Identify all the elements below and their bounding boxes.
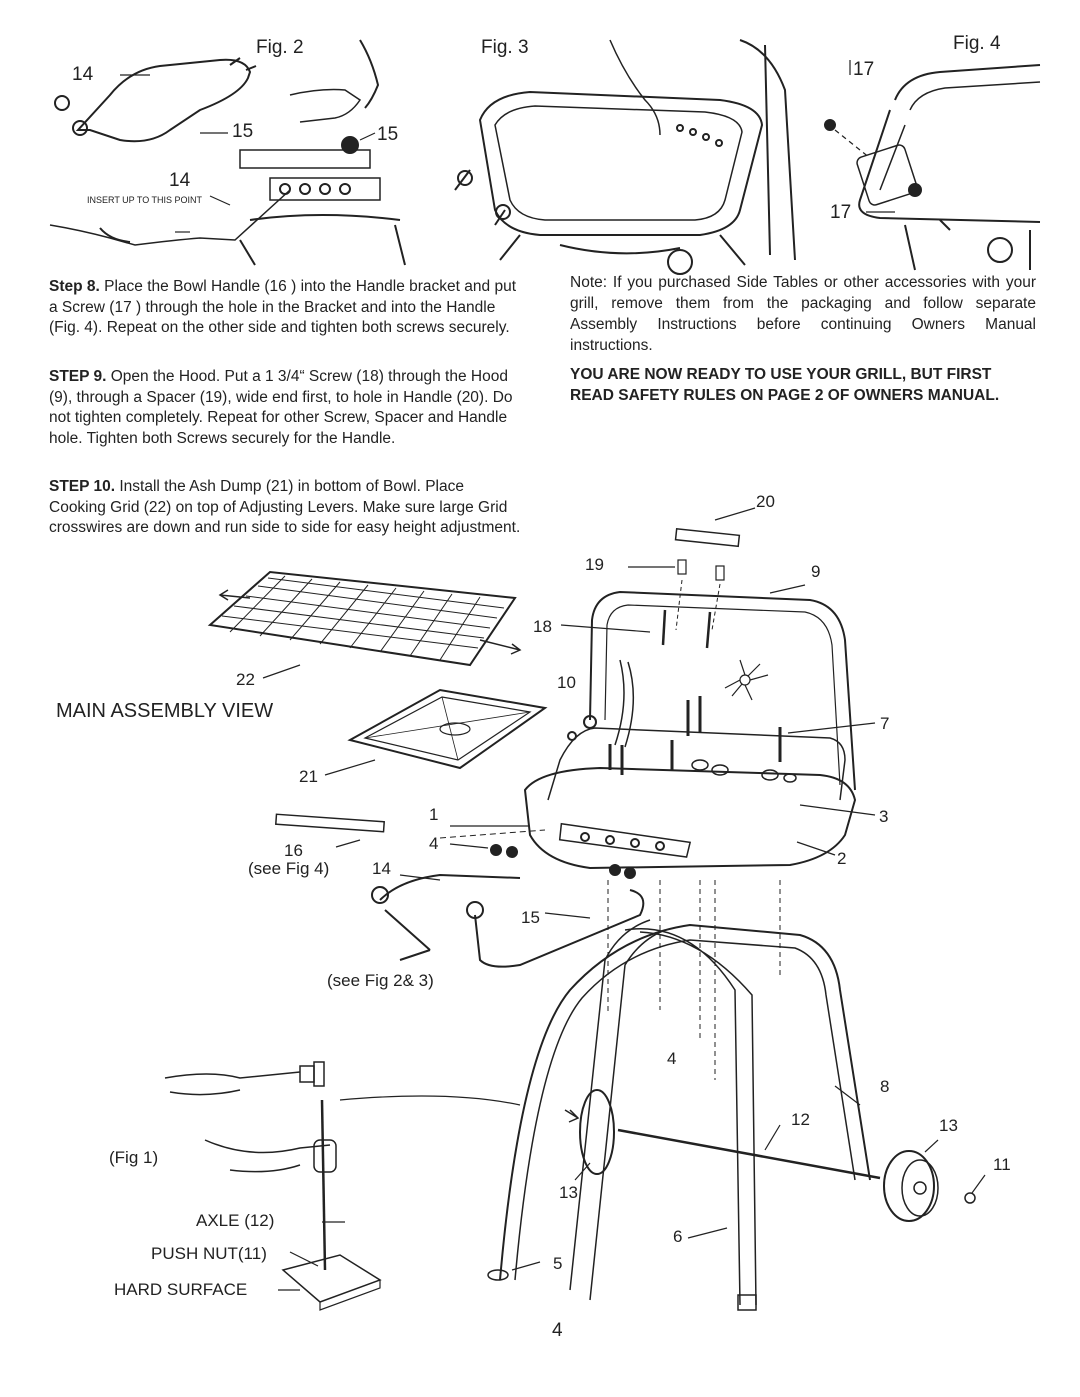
see-fig4-note: (see Fig 4) (248, 859, 330, 878)
step-9: STEP 9. Open the Hood. Put a 1 3/4“ Scre… (49, 367, 521, 449)
fig2-insert-note: INSERT UP TO THIS POINT (87, 195, 203, 205)
callout-19: 19 (585, 555, 604, 574)
ready-to-use-notice: YOU ARE NOW READY TO USE YOUR GRILL, BUT… (570, 366, 1000, 404)
fig4-callout-17-bottom: 17 (830, 202, 852, 223)
accessories-note: Note: If you purchased Side Tables or ot… (570, 274, 1036, 354)
callout-10: 10 (557, 673, 576, 692)
step-10: STEP 10. Install the Ash Dump (21) in bo… (49, 477, 521, 539)
fig4-callout-17-top: 17 (853, 59, 875, 80)
callout-14: 14 (372, 859, 391, 878)
callout-20: 20 (756, 492, 775, 511)
callout-18: 18 (533, 617, 552, 636)
fig1-push-nut-label: PUSH NUT(11) (151, 1244, 267, 1263)
vent-icon (724, 659, 769, 701)
callout-8: 8 (880, 1077, 890, 1096)
fig1-drawing (164, 1061, 382, 1311)
see-fig2-3-note: (see Fig 2& 3) (327, 971, 434, 990)
fig4-title: Fig. 4 (953, 33, 1001, 54)
page-number: 4 (552, 1320, 563, 1341)
fig2-title: Fig. 2 (256, 37, 304, 58)
fig1-axle-label: AXLE (12) (196, 1211, 275, 1230)
callout-4-upper: 4 (429, 834, 439, 853)
callout-2: 2 (837, 849, 847, 868)
step-9-text: Open the Hood. Put a 1 3/4“ Screw (18) t… (49, 368, 513, 447)
step-9-label: STEP 9. (49, 368, 107, 385)
callout-16: 16 (284, 841, 303, 860)
step-8: Step 8. Place the Bowl Handle (16 ) into… (49, 277, 521, 339)
callout-15: 15 (521, 908, 540, 927)
step-10-label: STEP 10. (49, 478, 116, 495)
fig2-drawing (49, 39, 406, 266)
callout-21: 21 (299, 767, 318, 786)
step-10-text: Install the Ash Dump (21) in bottom of B… (49, 478, 521, 536)
main-assembly-drawing (207, 507, 986, 1311)
fig1-hard-surface-label: HARD SURFACE (114, 1280, 248, 1299)
callout-5: 5 (553, 1254, 563, 1273)
callout-13-left: 13 (559, 1183, 578, 1202)
callout-13-right: 13 (939, 1116, 958, 1135)
fig2-callout-14-top: 14 (72, 64, 94, 85)
step-8-text: Place the Bowl Handle (16 ) into the Han… (49, 278, 517, 336)
fig1-title: (Fig 1) (109, 1148, 159, 1167)
callout-11: 11 (993, 1155, 1011, 1174)
callout-12: 12 (791, 1110, 810, 1129)
callout-6: 6 (673, 1227, 683, 1246)
fig2-callout-14-mid: 14 (169, 170, 191, 191)
callout-1: 1 (429, 805, 439, 824)
callout-3: 3 (879, 807, 889, 826)
callout-9: 9 (811, 562, 821, 581)
fig2-callout-15-left: 15 (232, 121, 254, 142)
callout-4-lower: 4 (667, 1049, 677, 1068)
callout-7: 7 (880, 714, 890, 733)
fig3-drawing (454, 39, 796, 275)
callout-22: 22 (236, 670, 255, 689)
fig2-callout-15-right: 15 (377, 124, 399, 145)
step-8-label: Step 8. (49, 278, 100, 295)
cooking-grid-wires (221, 575, 505, 661)
fig3-title: Fig. 3 (481, 37, 529, 58)
main-assembly-title: MAIN ASSEMBLY VIEW (56, 700, 274, 722)
fig4-drawing (824, 60, 1041, 271)
